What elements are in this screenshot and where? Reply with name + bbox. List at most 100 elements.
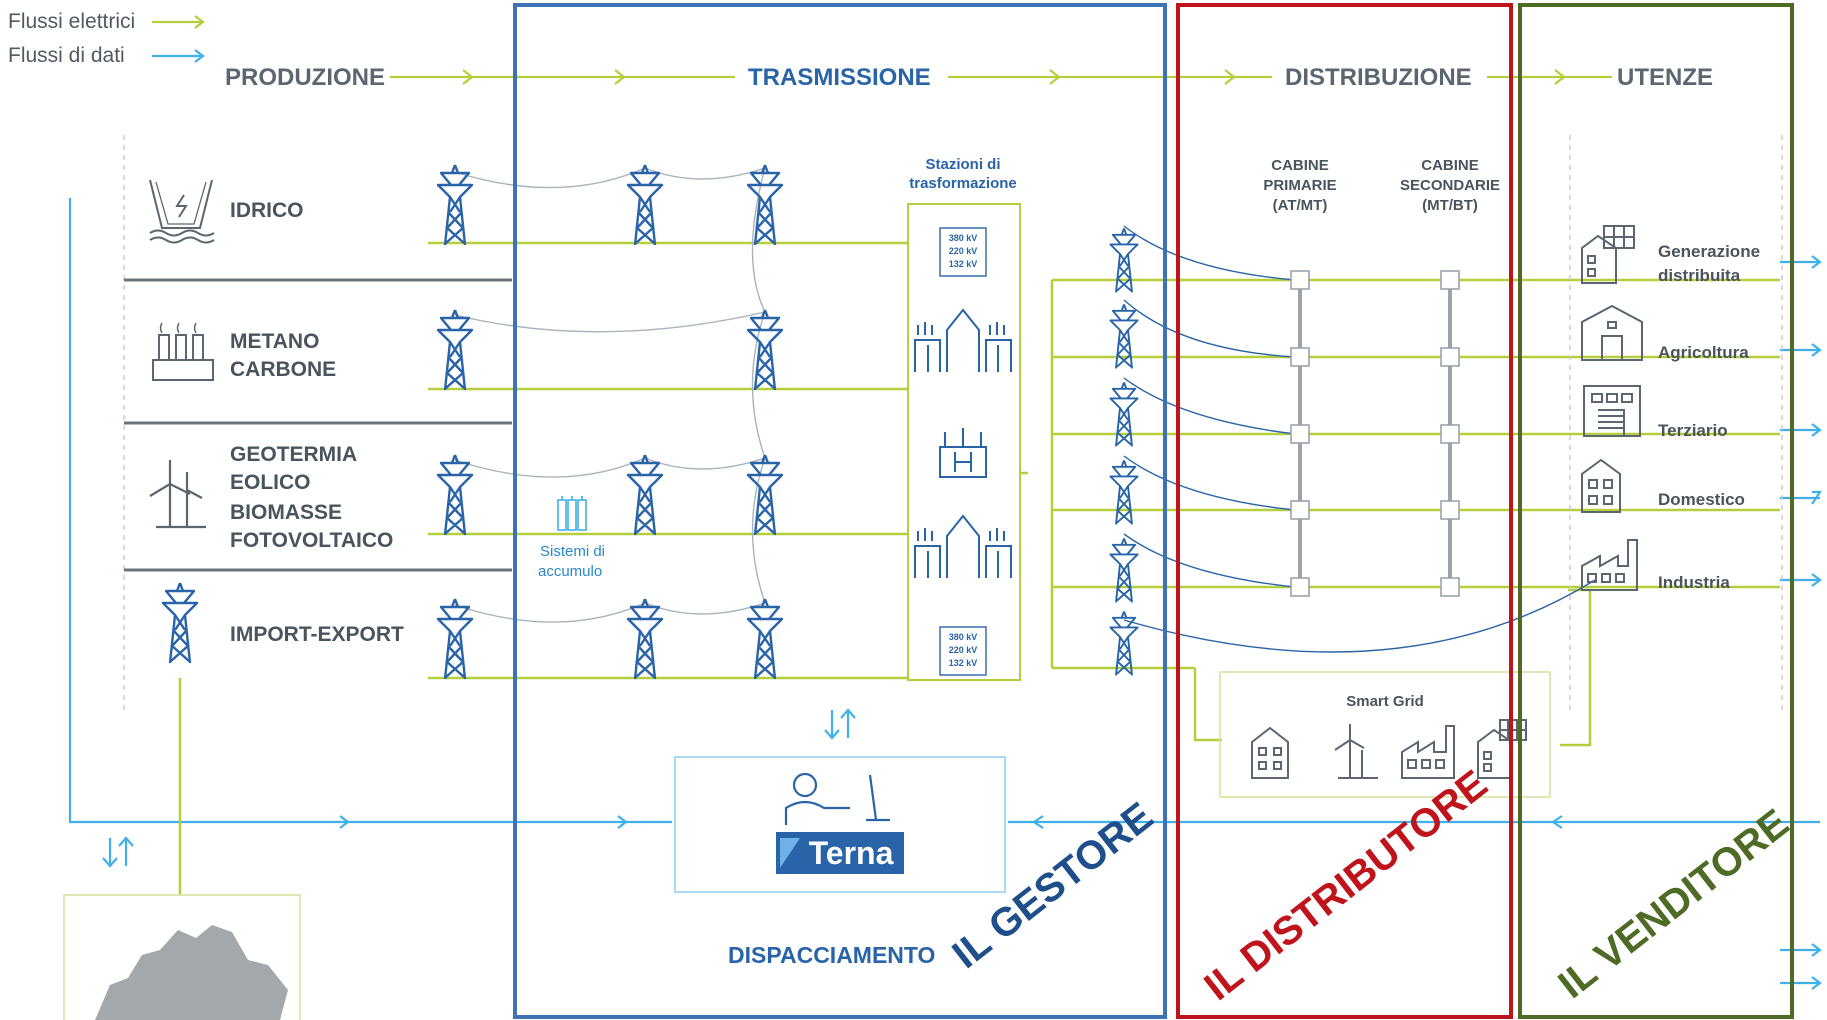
pylon-icon [1109, 610, 1139, 677]
factory-icon [1401, 725, 1455, 779]
solar-building-icon [1477, 719, 1527, 779]
pylon-icon [436, 453, 474, 537]
pylon-icon [746, 597, 784, 681]
terna-logo-text: Terna [809, 835, 894, 871]
legend-data-label: Flussi di dati [8, 44, 125, 67]
source-label: EOLICO [230, 471, 311, 494]
gestore-frame [513, 3, 1167, 1019]
dispatch-label: DISPACCIAMENTO [728, 942, 935, 968]
cabin-node [1290, 577, 1310, 597]
office-building-icon [1583, 385, 1641, 437]
house-icon [1251, 726, 1289, 779]
phase-distribution: DISTRIBUZIONE [1285, 64, 1472, 91]
phase-transmission: TRASMISSIONE [748, 64, 931, 91]
storage-label: Sistemi di [540, 543, 605, 560]
pylon-icon [626, 163, 664, 247]
source-label: IDRICO [230, 199, 304, 222]
source-label: GEOTERMIA [230, 443, 357, 466]
substation-icon [914, 308, 1012, 372]
phase-header: PRODUZIONE TRASMISSIONE DISTRIBUZIONE UT… [225, 64, 1713, 91]
pylon-icon [436, 597, 474, 681]
data-flows [68, 198, 1823, 990]
voltage-box-top: 380 kV 220 kV 132 kV [939, 227, 987, 277]
user-label: Industria [1658, 573, 1730, 592]
primary-cabins-label: PRIMARIE [1263, 177, 1336, 194]
primary-cabins-label: (AT/MT) [1273, 197, 1328, 214]
cabin-node [1290, 500, 1310, 520]
voltage-box-bottom: 380 kV 220 kV 132 kV [939, 626, 987, 676]
distributore-frame [1176, 3, 1513, 1019]
users-column: Generazione distribuita Agricoltura Terz… [1569, 135, 1783, 710]
source-label: CARBONE [230, 358, 336, 381]
pylon-icon [161, 581, 199, 665]
voltage-label: 380 kV [949, 233, 978, 243]
voltage-label: 220 kV [949, 246, 978, 256]
house-icon [1581, 458, 1621, 513]
operator-icon [784, 772, 890, 825]
voltage-label: 380 kV [949, 632, 978, 642]
pylon-icon [1109, 303, 1139, 370]
legend-electric-label: Flussi elettrici [8, 10, 135, 33]
pylon-icon [1109, 459, 1139, 526]
secondary-cabins-label: (MT/BT) [1422, 197, 1478, 214]
transmission-cables [454, 167, 1596, 653]
barn-icon [1581, 304, 1643, 361]
thermal-plant-icon [152, 322, 214, 381]
storage-system: Sistemi di accumulo [538, 496, 605, 580]
cabin-node [1290, 270, 1310, 290]
wind-turbine-icon [1334, 724, 1378, 779]
distribution-cabins: CABINE PRIMARIE (AT/MT) CABINE SECONDARI… [1263, 157, 1500, 597]
secondary-cabins-label: SECONDARIE [1400, 177, 1500, 194]
battery-icon [557, 496, 587, 531]
cabin-node [1290, 347, 1310, 367]
hydro-dam-icon [149, 179, 215, 244]
substations-title: trasformazione [909, 175, 1017, 192]
user-label: Generazione [1658, 242, 1760, 261]
source-label: BIOMASSE [230, 501, 342, 524]
cabin-node [1440, 270, 1460, 290]
europe-map-icon [95, 925, 288, 1020]
pylon-icon [626, 453, 664, 537]
dispatch-center: Terna DISPACCIAMENTO [674, 756, 1006, 968]
transformer-icon [939, 428, 987, 478]
europe-map [63, 894, 301, 1020]
smart-grid-label: Smart Grid [1346, 693, 1424, 710]
pylon-icon [1109, 537, 1139, 604]
solar-building-icon [1581, 225, 1635, 284]
voltage-label: 132 kV [949, 259, 978, 269]
role-venditore: IL VENDITORE [1550, 801, 1797, 1007]
source-label: METANO [230, 330, 319, 353]
legend: Flussi elettrici Flussi di dati [8, 10, 205, 67]
cabin-node [1440, 577, 1460, 597]
secondary-cabins-label: CABINE [1421, 157, 1479, 174]
cabin-node [1440, 424, 1460, 444]
wind-turbine-icon [149, 460, 206, 529]
electric-flows [178, 241, 1780, 895]
user-label: distribuita [1658, 266, 1741, 285]
smart-grid: Smart Grid [1219, 671, 1551, 798]
pylon-icon [1109, 381, 1139, 448]
source-label: IMPORT-EXPORT [230, 623, 404, 646]
production-column: IDRICO METANO CARBONE GEOTERMIA EOLICO B… [123, 135, 512, 710]
primary-cabins-label: CABINE [1271, 157, 1329, 174]
pylon-icon [436, 308, 474, 392]
pylon-icon [626, 597, 664, 681]
terna-logo: Terna [776, 832, 904, 874]
pylon-icon [1109, 227, 1139, 294]
user-label: Terziario [1658, 421, 1728, 440]
storage-label: accumulo [538, 563, 602, 580]
voltage-label: 132 kV [949, 658, 978, 668]
cabin-node [1440, 500, 1460, 520]
transformation-stations: Stazioni di trasformazione 380 kV 220 kV… [907, 156, 1021, 681]
voltage-label: 220 kV [949, 645, 978, 655]
venditore-frame [1518, 3, 1794, 1019]
cabin-node [1440, 347, 1460, 367]
substations-title: Stazioni di [926, 156, 1001, 173]
substation-icon [914, 514, 1012, 578]
source-label: FOTOVOLTAICO [230, 529, 393, 552]
phase-production: PRODUZIONE [225, 64, 385, 91]
user-label: Domestico [1658, 490, 1745, 509]
phase-users: UTENZE [1617, 64, 1713, 91]
factory-icon [1581, 539, 1638, 591]
